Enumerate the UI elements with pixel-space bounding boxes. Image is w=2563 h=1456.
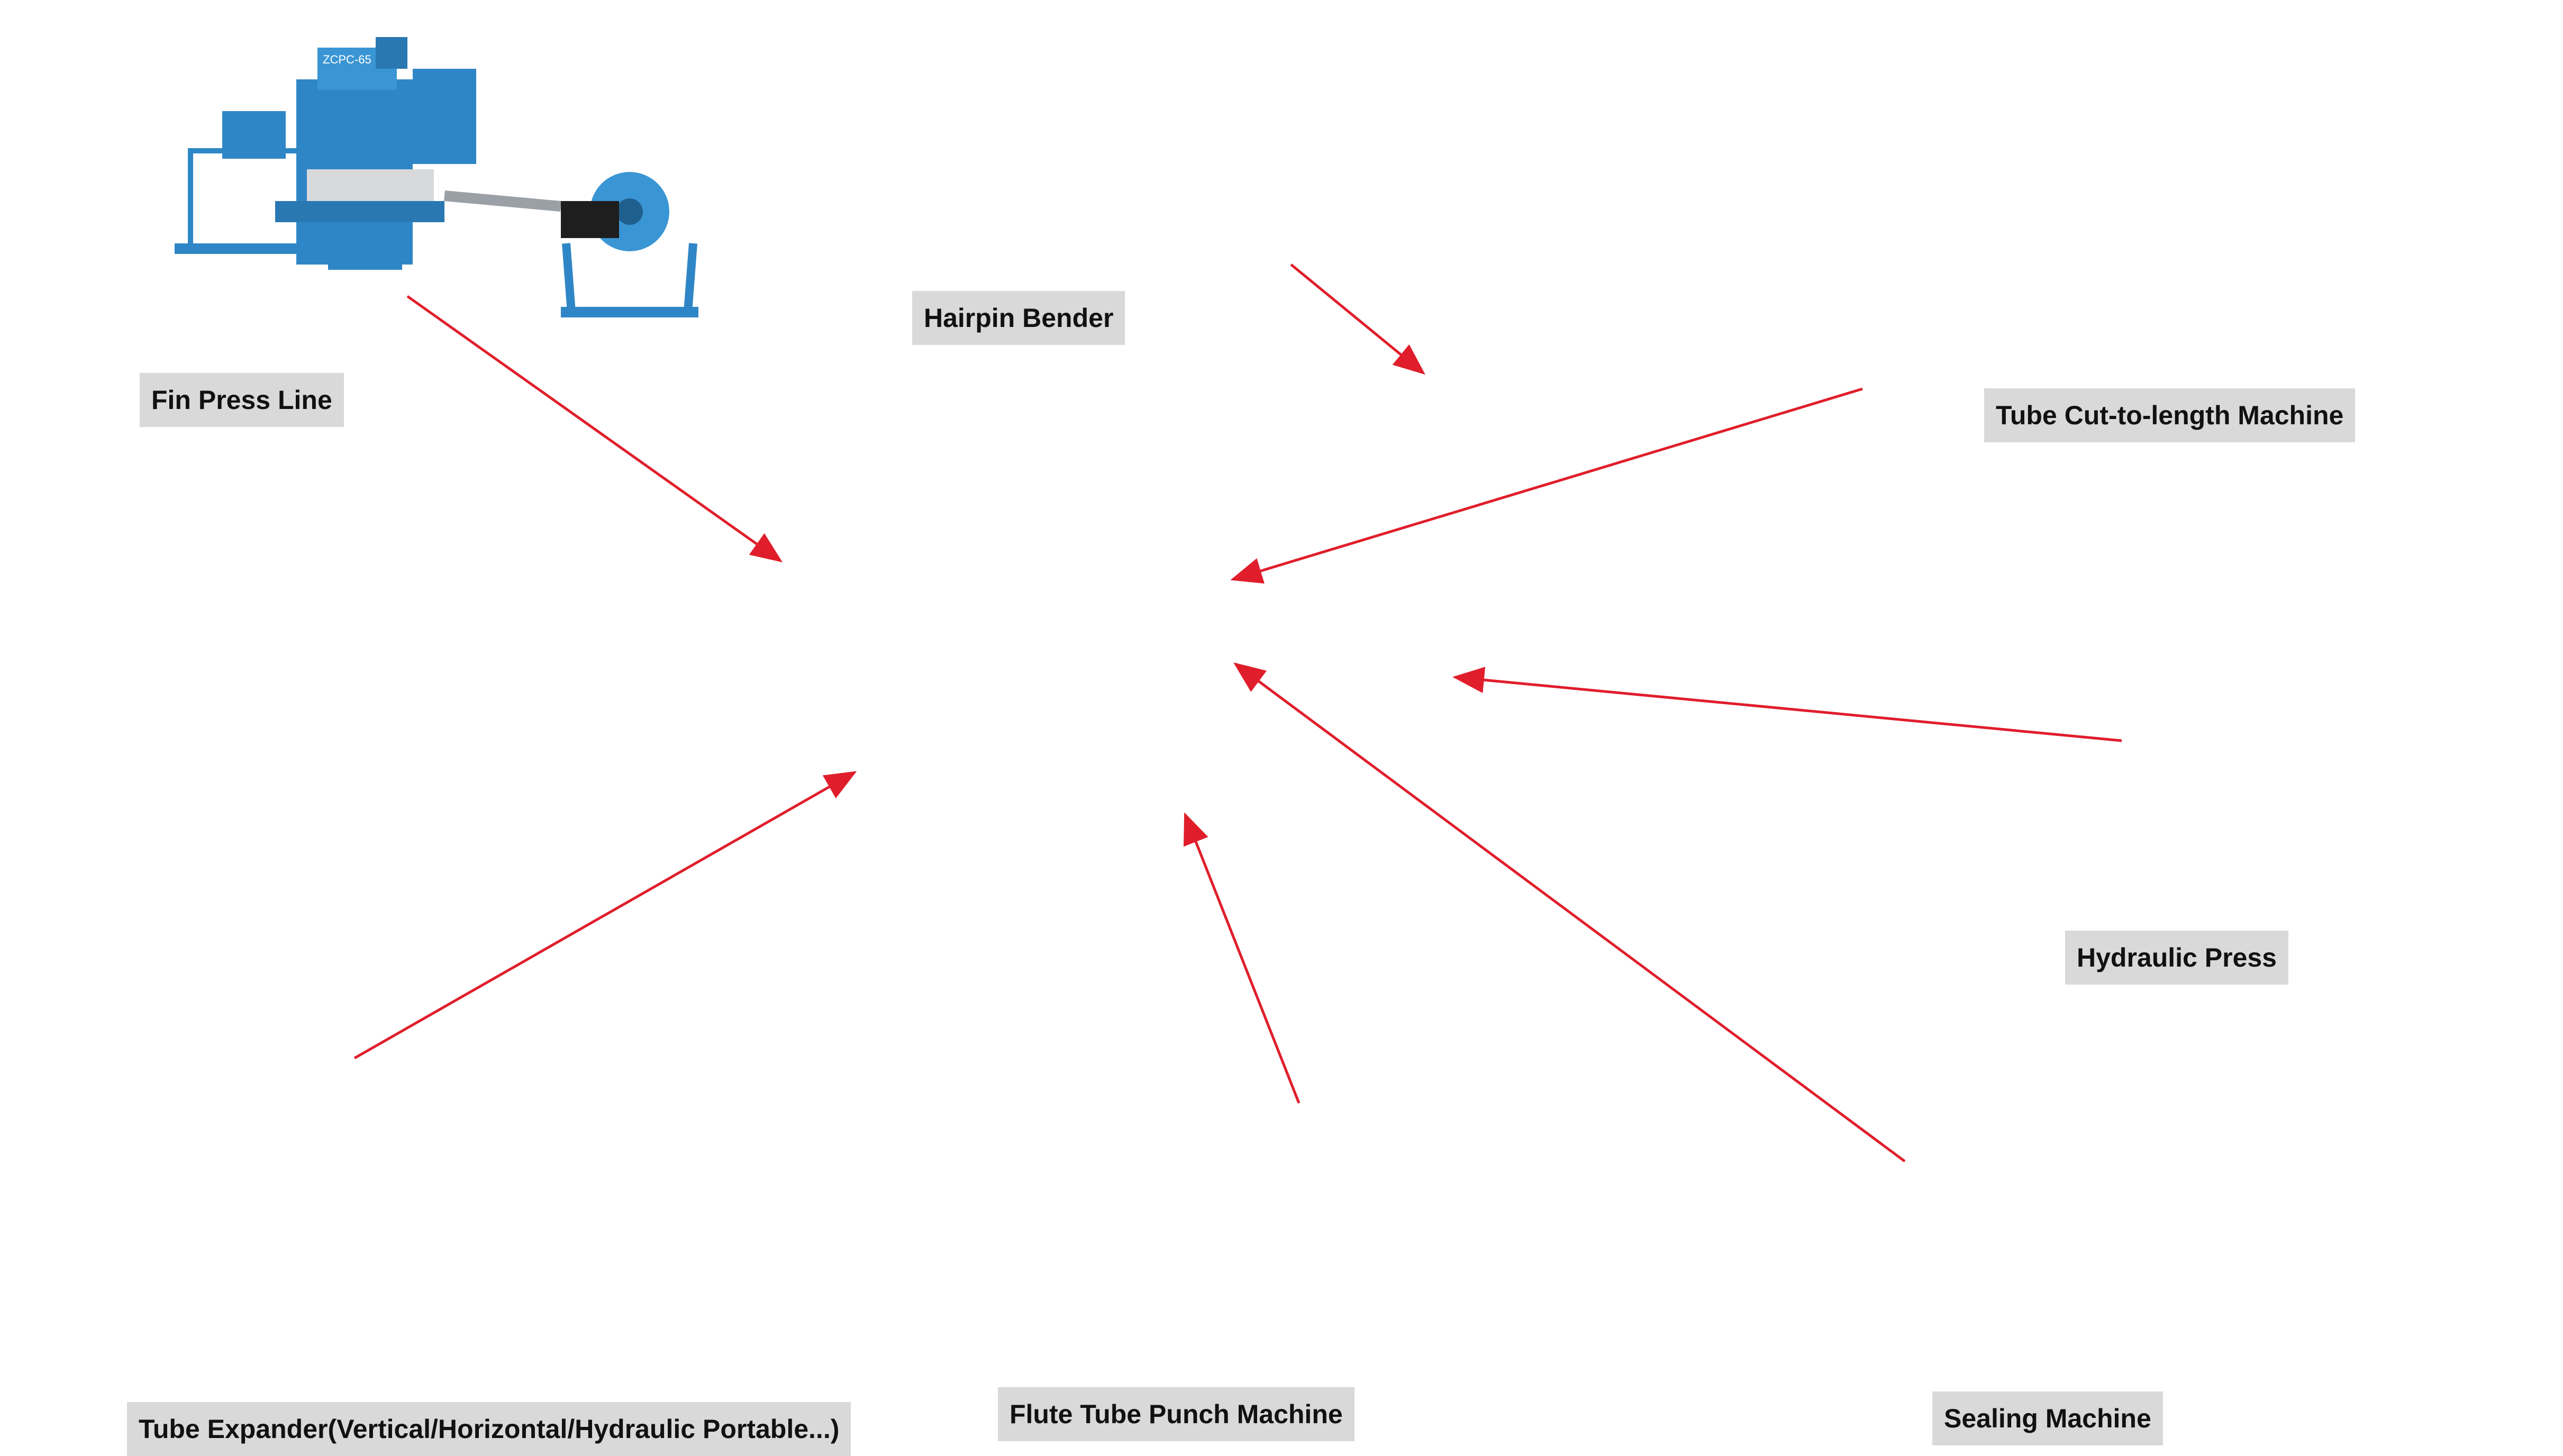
arrow-sealing [1233,662,1906,1163]
label-sealing-machine: Sealing Machine [1932,1391,2163,1445]
label-flute-tube-punch: Flute Tube Punch Machine [998,1387,1355,1441]
arrows [353,263,2122,1163]
arrow-hairpin [1290,263,1425,375]
label-tube-cut: Tube Cut-to-length Machine [1984,388,2356,442]
label-hairpin-bender: Hairpin Bender [912,291,1125,345]
arrow-fin-press [406,295,783,562]
arrow-tube-expander [353,771,857,1060]
label-tube-expander: Tube Expander(Vertical/Horizontal/Hydrau… [127,1402,851,1456]
label-hydraulic-press: Hydraulic Press [2065,931,2288,985]
fin-press-machine: ZCPC-65 [175,37,698,317]
arrow-hydraulic-press [1452,667,2122,742]
arrow-flute-punch [1183,812,1301,1104]
label-fin-press-line: Fin Press Line [140,373,344,427]
arrow-tube-cut [1230,387,1863,584]
press-sign: ZCPC-65 [323,53,371,66]
